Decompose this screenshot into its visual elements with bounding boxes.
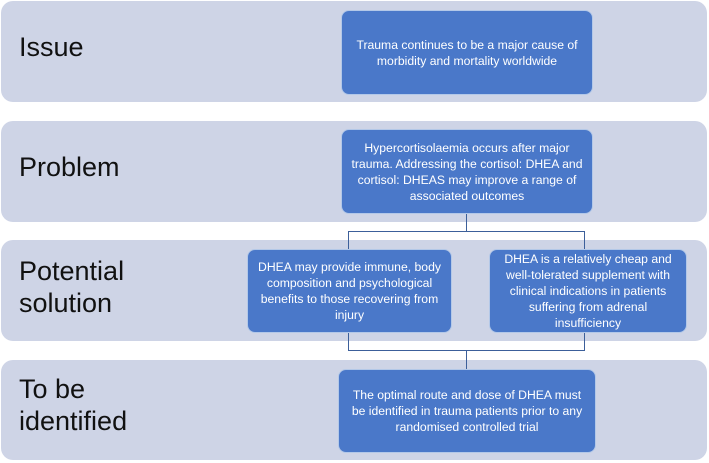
identified-text: The optimal route and dose of DHEA must …	[351, 388, 583, 434]
problem-box: Hypercortisolaemia occurs after major tr…	[341, 129, 593, 214]
problem-text: Hypercortisolaemia occurs after major tr…	[351, 140, 583, 203]
connector-split-left-drop	[348, 231, 349, 249]
solution-right-text: DHEA is a relatively cheap and well-tole…	[504, 252, 672, 330]
row-label-to-be-identified: To be identified	[19, 374, 128, 436]
issue-box: Trauma continues to be a major cause of …	[341, 10, 593, 95]
solution-right-box: DHEA is a relatively cheap and well-tole…	[489, 249, 687, 333]
solution-left-text: DHEA may provide immune, body compositio…	[258, 260, 441, 322]
solution-left-box: DHEA may provide immune, body compositio…	[247, 249, 452, 333]
connector-split-horizontal	[348, 231, 585, 232]
identified-box: The optimal route and dose of DHEA must …	[338, 369, 596, 453]
issue-text: Trauma continues to be a major cause of …	[356, 37, 578, 68]
row-label-problem: Problem	[19, 152, 120, 182]
connector-left-rise	[348, 333, 349, 351]
row-label-issue: Issue	[19, 32, 84, 62]
connector-split-right-drop	[584, 231, 585, 249]
row-label-potential-solution: Potential solution	[19, 256, 125, 318]
connector-merge-to-identified	[466, 350, 467, 369]
connector-problem-to-split	[466, 214, 467, 231]
connector-right-rise	[584, 333, 585, 351]
